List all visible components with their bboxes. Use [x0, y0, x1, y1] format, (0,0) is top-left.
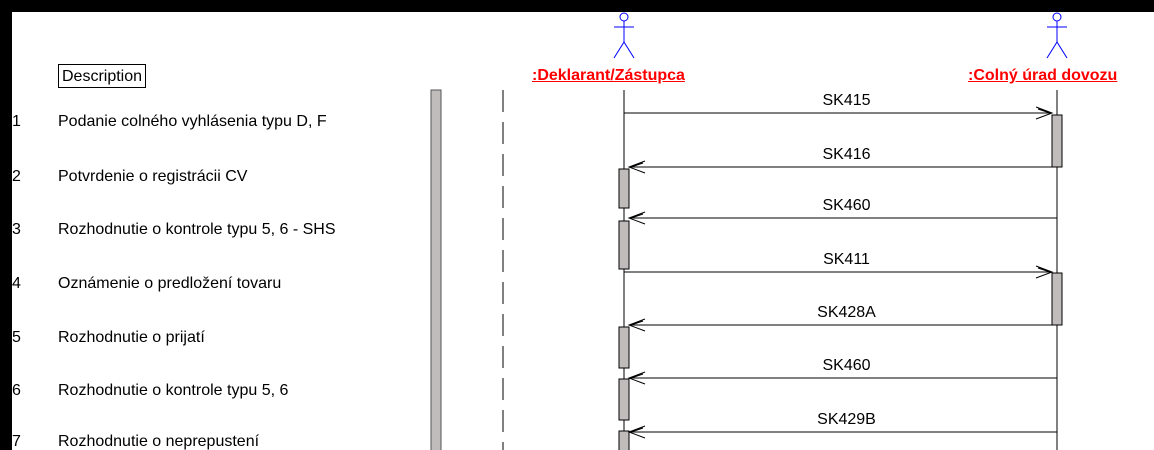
- message-label: SK460: [822, 357, 871, 374]
- row-description: Rozhodnutie o kontrole typu 5, 6 - SHS: [58, 221, 336, 238]
- row-description: Rozhodnutie o prijatí: [58, 329, 205, 346]
- message-arrowhead: [627, 425, 646, 439]
- row-number: 2: [12, 168, 21, 185]
- activation-box: [618, 220, 630, 270]
- activation-box: [618, 326, 630, 369]
- stick-figure-icon: [1046, 12, 1068, 59]
- stick-figure-icon: [613, 12, 635, 59]
- row-number: 3: [12, 221, 21, 238]
- message-label: SK416: [822, 146, 871, 163]
- row-number: 7: [12, 433, 21, 450]
- message-label: SK428A: [817, 304, 876, 321]
- description-header: Description: [58, 64, 147, 88]
- activation-box: [618, 168, 630, 209]
- row-number: 1: [12, 113, 21, 130]
- message-label: SK415: [822, 92, 871, 109]
- vertical-scrollbar: [430, 89, 442, 450]
- sequence-diagram-graphics: [430, 12, 1068, 450]
- actor-name: :Deklarant/Zástupca: [532, 67, 685, 84]
- row-description: Rozhodnutie o kontrole typu 5, 6: [58, 382, 289, 399]
- row-description: Rozhodnutie o neprepustení: [58, 433, 260, 450]
- message-label: SK429B: [817, 411, 876, 428]
- activation-box: [618, 378, 630, 421]
- message-arrowhead: [627, 318, 646, 332]
- message-label: SK411: [823, 251, 870, 268]
- message-arrowhead: [627, 371, 646, 385]
- activation-box: [1051, 272, 1063, 326]
- row-description: Oznámenie o predložení tovaru: [58, 275, 282, 292]
- row-description: Potvrdenie o registrácii CV: [58, 168, 248, 185]
- message-label: SK460: [822, 197, 871, 214]
- row-number: 4: [12, 275, 21, 292]
- message-arrowhead: [627, 211, 646, 225]
- row-number: 5: [12, 329, 21, 346]
- message-arrowhead: [1035, 106, 1054, 120]
- actor-name: :Colný úrad dovozu: [968, 67, 1118, 84]
- activation-box: [618, 430, 630, 450]
- message-arrowhead: [627, 160, 646, 174]
- row-description: Podanie colného vyhlásenia typu D, F: [58, 113, 327, 130]
- sequence-diagram-canvas: Description 1 Podanie colného vyhlásenia …: [12, 12, 1154, 450]
- activation-box: [1051, 114, 1063, 168]
- row-number: 6: [12, 382, 21, 399]
- message-arrowhead: [1035, 265, 1054, 279]
